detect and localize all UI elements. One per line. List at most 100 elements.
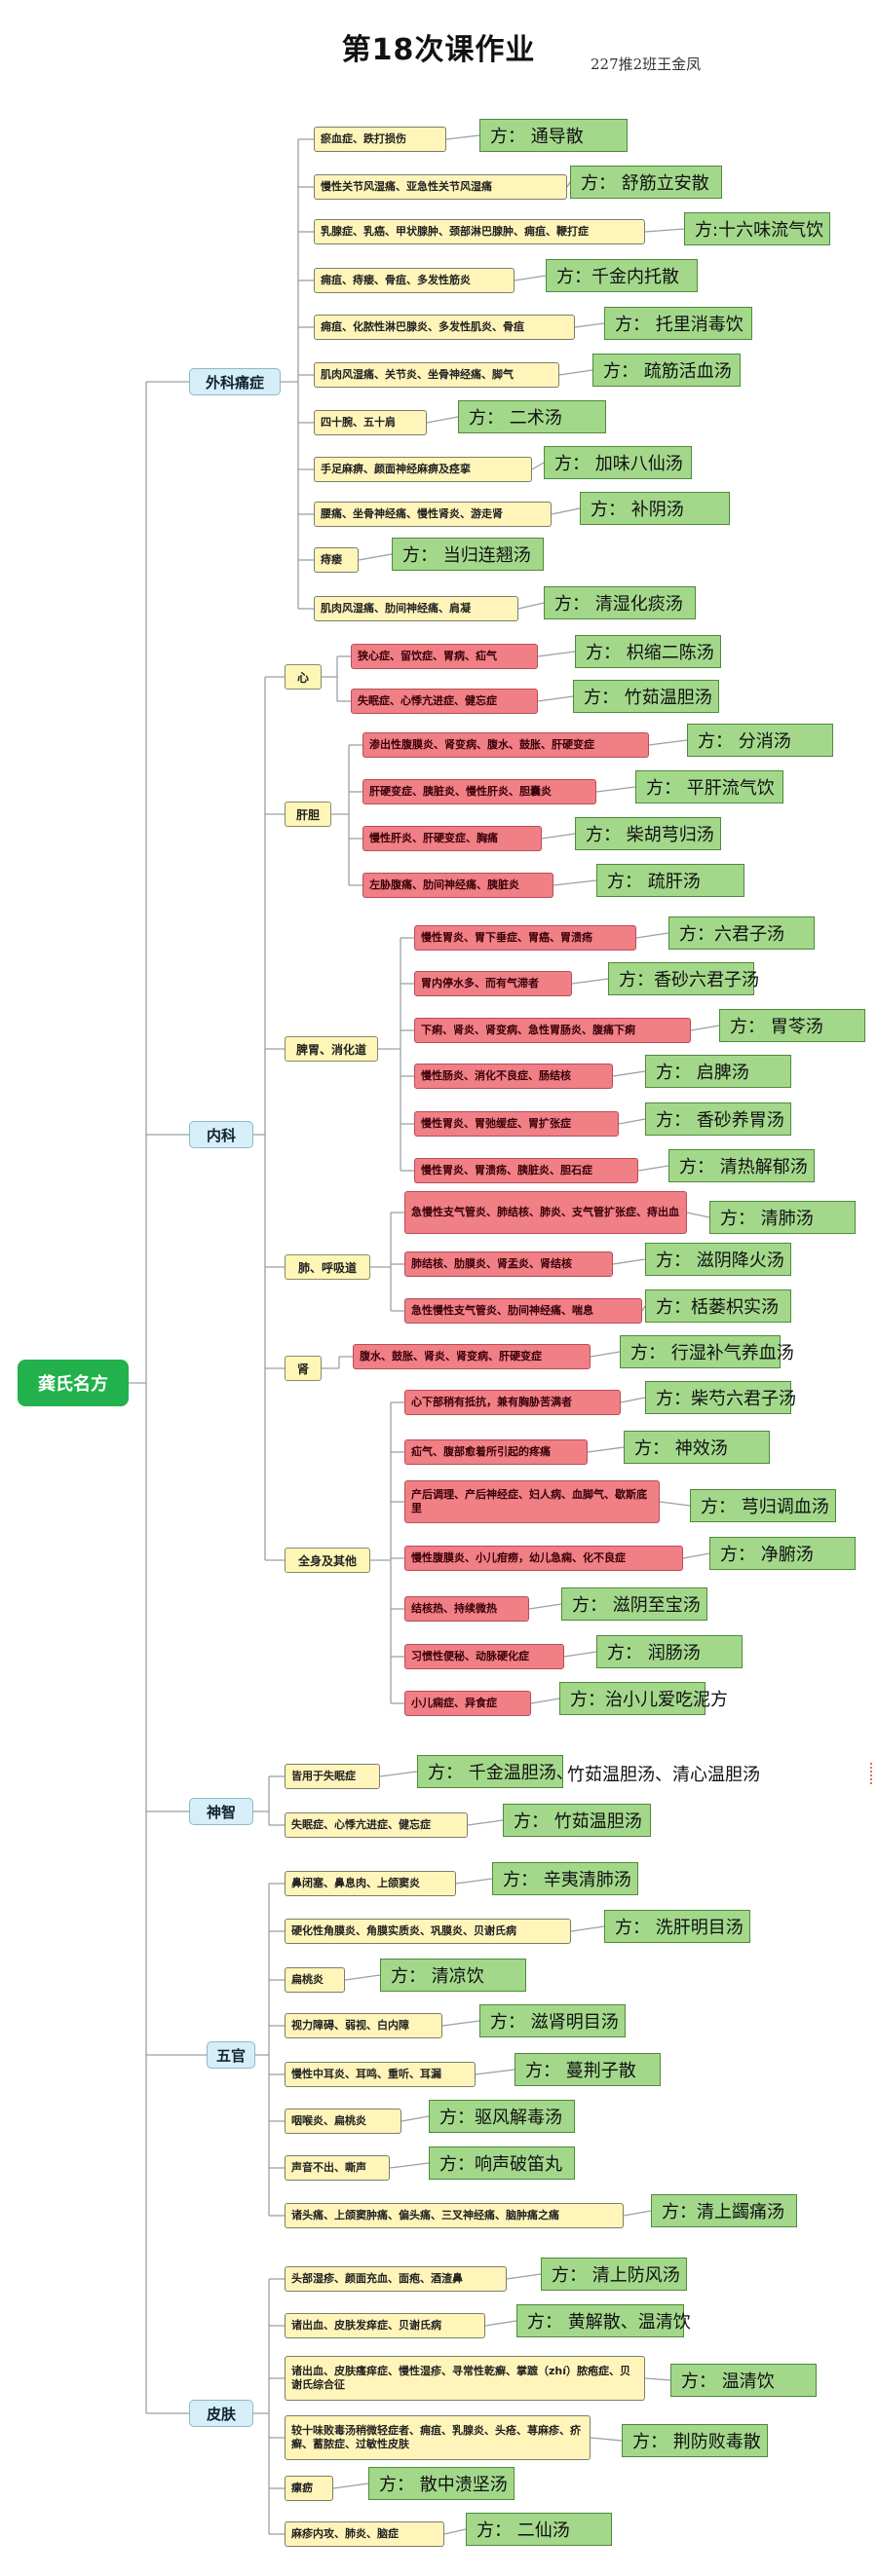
- symptom-node[interactable]: 瘰疬: [285, 2476, 333, 2501]
- formula-node[interactable]: 方： 当归连翘汤: [392, 538, 544, 571]
- formula-node[interactable]: 方： 柴胡芎归汤: [575, 817, 721, 850]
- symptom-node[interactable]: 肺结核、肋膜炎、肾盂炎、肾结核: [404, 1251, 613, 1277]
- formula-node[interactable]: 方： 芎归调血汤: [690, 1489, 836, 1522]
- formula-node[interactable]: 方： 清上防风汤: [541, 2258, 687, 2291]
- symptom-node[interactable]: 腰痛、坐骨神经痛、慢性肾炎、游走肾: [314, 502, 552, 527]
- formula-node[interactable]: 方： 胃苓汤: [719, 1009, 865, 1042]
- formula-node[interactable]: 方:十六味流气饮: [684, 212, 830, 245]
- subcategory-1-5[interactable]: 全身及其他: [285, 1548, 370, 1573]
- category-4[interactable]: 皮肤: [189, 2400, 253, 2427]
- formula-node[interactable]: 方： 滋阴降火汤: [645, 1243, 791, 1276]
- symptom-node[interactable]: 麻疹内攻、肺炎、脑症: [285, 2521, 444, 2547]
- subcategory-1-2[interactable]: 脾胃、消化道: [285, 1036, 378, 1062]
- symptom-node[interactable]: 视力障碍、弱视、白内障: [285, 2013, 442, 2038]
- subcategory-1-1[interactable]: 肝胆: [285, 802, 331, 827]
- symptom-node[interactable]: 小儿痫症、异食症: [404, 1691, 531, 1716]
- symptom-node[interactable]: 狭心症、留饮症、胃病、疝气: [351, 644, 538, 669]
- symptom-node[interactable]: 疝气、腹部愈着所引起的疼痛: [404, 1439, 588, 1465]
- formula-node[interactable]: 方： 滋肾明目汤: [479, 2004, 626, 2037]
- symptom-node[interactable]: 心下部稍有抵抗，兼有胸胁苦满者: [404, 1390, 621, 1415]
- formula-node[interactable]: 方：栝蒌枳实汤: [645, 1289, 791, 1323]
- symptom-node[interactable]: 慢性胃炎、胃下垂症、胃癌、胃溃疡: [414, 925, 636, 951]
- subcategory-1-4[interactable]: 肾: [285, 1356, 322, 1381]
- formula-node[interactable]: 方： 辛夷清肺汤: [492, 1862, 638, 1895]
- symptom-node[interactable]: 失眠症、心悸亢进症、健忘症: [351, 689, 538, 714]
- symptom-node[interactable]: 胃内停水多、而有气滞者: [414, 971, 572, 996]
- formula-node[interactable]: 方：清上蠲痛汤: [651, 2194, 797, 2227]
- formula-node[interactable]: 方： 疏肝汤: [596, 864, 744, 897]
- symptom-node[interactable]: 慢性胃炎、胃溃疡、胰脏炎、胆石症: [414, 1158, 638, 1183]
- symptom-node[interactable]: 失眠症、心悸亢进症、健忘症: [285, 1812, 468, 1838]
- symptom-node[interactable]: 肌肉风湿痛、关节炎、坐骨神经痛、脚气: [314, 362, 559, 388]
- formula-node[interactable]: 方： 分消汤: [687, 724, 833, 757]
- symptom-node[interactable]: 慢性关节风湿痛、亚急性关节风湿痛: [314, 174, 567, 200]
- symptom-node[interactable]: 腹水、鼓胀、肾炎、肾变病、肝硬变症: [353, 1344, 591, 1369]
- symptom-node[interactable]: 扁桃炎: [285, 1967, 345, 1993]
- symptom-node[interactable]: 痈疽、化脓性淋巴腺炎、多发性肌炎、骨疽: [314, 315, 575, 340]
- formula-node[interactable]: 方： 通导散: [479, 119, 628, 152]
- formula-node[interactable]: 方： 清凉饮: [380, 1959, 526, 1992]
- formula-node[interactable]: 方： 补阴汤: [580, 492, 730, 525]
- symptom-node[interactable]: 诸头痛、上颌窦肿痛、偏头痛、三叉神经痛、脑肿痛之痛: [285, 2203, 624, 2228]
- symptom-node[interactable]: 头部湿疹、颜面充血、面疱、酒渣鼻: [285, 2266, 507, 2292]
- formula-node[interactable]: 方： 二术汤: [458, 400, 606, 433]
- symptom-node[interactable]: 慢性腹膜炎、小儿疳痨，幼儿急痫、化不良症: [404, 1546, 683, 1571]
- formula-node[interactable]: 方： 二仙汤: [466, 2513, 612, 2546]
- symptom-node[interactable]: 慢性胃炎、胃弛缓症、胃扩张症: [414, 1111, 619, 1137]
- symptom-node[interactable]: 慢性肝炎、肝硬变症、胸痛: [362, 826, 542, 851]
- root-node[interactable]: 龚氏名方: [18, 1360, 129, 1406]
- formula-node[interactable]: 方： 蔓荆子散: [515, 2053, 661, 2086]
- symptom-node[interactable]: 肝硬变症、胰脏炎、慢性肝炎、胆囊炎: [362, 779, 596, 804]
- category-3[interactable]: 五官: [207, 2041, 255, 2069]
- category-0[interactable]: 外科痛症: [189, 368, 281, 395]
- formula-node[interactable]: 方： 清湿化痰汤: [544, 586, 696, 619]
- symptom-node[interactable]: 渗出性腹膜炎、肾变病、腹水、鼓胀、肝硬变症: [362, 732, 649, 758]
- formula-node[interactable]: 方： 托里消毒饮: [604, 307, 752, 340]
- symptom-node[interactable]: 声音不出、嘶声: [285, 2155, 390, 2181]
- symptom-node[interactable]: 慢性肠炎、消化不良症、肠结核: [414, 1064, 613, 1089]
- symptom-node[interactable]: 诸出血、皮肤发痒症、贝谢氏病: [285, 2313, 485, 2338]
- formula-node[interactable]: 方： 千金温胆汤、: [417, 1755, 574, 1788]
- formula-node[interactable]: 方： 行湿补气养血汤: [620, 1335, 794, 1368]
- symptom-node[interactable]: 肌肉风湿痛、肋间神经痛、肩凝: [314, 596, 518, 621]
- formula-node[interactable]: 方： 散中溃坚汤: [368, 2467, 515, 2500]
- formula-node[interactable]: 方：香砂六君子汤: [608, 962, 759, 995]
- symptom-node[interactable]: 下痢、肾炎、肾变病、急性胃肠炎、腹痛下痢: [414, 1018, 691, 1043]
- formula-node[interactable]: 方： 荆防败毒散: [622, 2424, 768, 2457]
- subcategory-1-0[interactable]: 心: [285, 664, 322, 690]
- symptom-node[interactable]: 瘀血症、跌打损伤: [314, 127, 446, 152]
- formula-node[interactable]: 方： 清热解郁汤: [668, 1149, 815, 1182]
- symptom-node[interactable]: 急性慢性支气管炎、肋间神经痛、喘息: [404, 1298, 642, 1324]
- symptom-node[interactable]: 痔瘘: [314, 547, 359, 573]
- formula-node[interactable]: 方： 洗肝明目汤: [604, 1910, 750, 1943]
- symptom-node[interactable]: 手足麻痹、颜面神经麻痹及痉挛: [314, 457, 532, 482]
- symptom-node[interactable]: 较十味败毒汤稍微轻症者、痈疽、乳腺炎、头疮、荨麻疹、疥癣、蓄脓症、过敏性皮肤: [285, 2415, 591, 2460]
- formula-node[interactable]: 方： 黄解散、温清饮: [516, 2304, 691, 2337]
- formula-node[interactable]: 方：千金内托散: [546, 259, 698, 292]
- formula-node[interactable]: 方： 疏筋活血汤: [592, 354, 741, 387]
- symptom-node[interactable]: 鼻闭塞、鼻息肉、上颌窦炎: [285, 1871, 456, 1896]
- symptom-node[interactable]: 慢性中耳炎、耳鸣、重听、耳漏: [285, 2062, 476, 2087]
- formula-node[interactable]: 方： 温清饮: [670, 2364, 817, 2397]
- formula-node[interactable]: 方： 平肝流气饮: [635, 770, 783, 803]
- formula-node[interactable]: 方： 神效汤: [624, 1431, 770, 1464]
- symptom-node[interactable]: 产后调理、产后神经症、妇人病、血脚气、歇斯底里: [404, 1480, 660, 1523]
- formula-node[interactable]: 方： 竹茹温胆汤: [503, 1804, 651, 1837]
- symptom-node[interactable]: 乳腺症、乳癌、甲状腺肿、颈部淋巴腺肿、痈疽、鞭打症: [314, 219, 645, 244]
- formula-node[interactable]: 方： 香砂养胃汤: [645, 1102, 791, 1136]
- symptom-node[interactable]: 急慢性支气管炎、肺结核、肺炎、支气管扩张症、痔出血: [404, 1191, 687, 1234]
- formula-node[interactable]: 方： 加味八仙汤: [544, 446, 692, 479]
- formula-node[interactable]: 方： 舒筋立安散: [570, 166, 722, 199]
- formula-node[interactable]: 方： 启脾汤: [645, 1055, 791, 1088]
- symptom-node[interactable]: 左胁腹痛、肋间神经痛、胰脏炎: [362, 873, 553, 898]
- formula-node[interactable]: 方：响声破笛丸: [429, 2147, 575, 2180]
- subcategory-1-3[interactable]: 肺、呼吸道: [285, 1254, 370, 1280]
- symptom-node[interactable]: 四十腕、五十肩: [314, 410, 427, 435]
- formula-node[interactable]: 方：六君子汤: [668, 916, 815, 950]
- formula-node[interactable]: 方：驱风解毒汤: [429, 2100, 575, 2133]
- category-2[interactable]: 神智: [189, 1798, 253, 1825]
- symptom-node[interactable]: 硬化性角膜炎、角膜实质炎、巩膜炎、贝谢氏病: [285, 1919, 571, 1944]
- formula-node[interactable]: 方：柴芍六君子汤: [645, 1381, 796, 1414]
- symptom-node[interactable]: 结核热、持续微热: [404, 1596, 529, 1622]
- formula-node[interactable]: 方： 净腑汤: [709, 1537, 856, 1570]
